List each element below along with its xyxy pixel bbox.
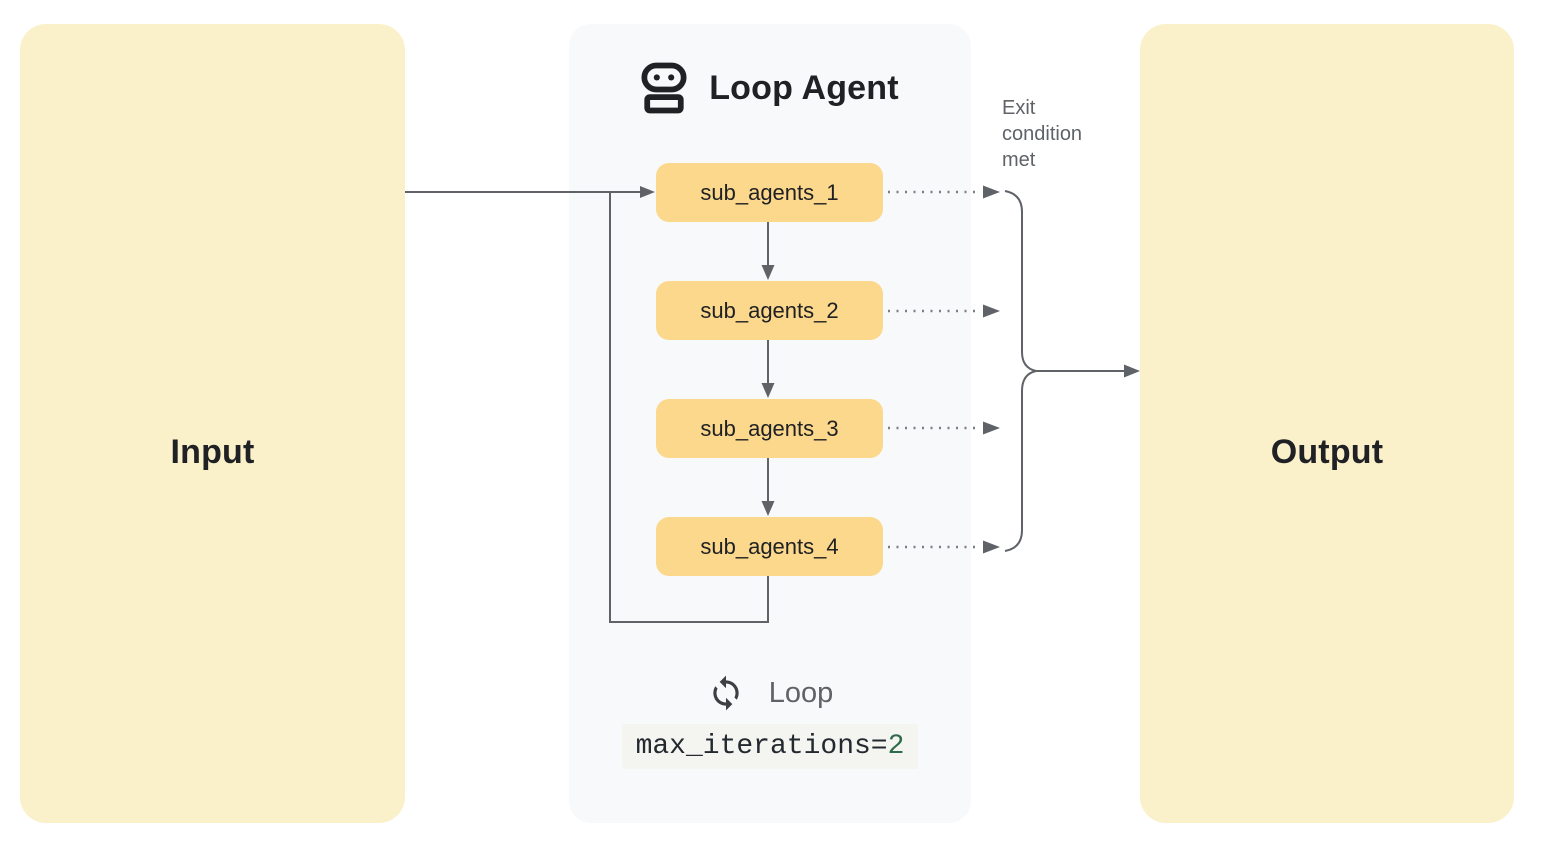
sub-agent-box-1: sub_agents_1 <box>656 163 883 222</box>
sub-agent-label: sub_agents_1 <box>700 179 839 205</box>
input-box: Input <box>20 24 405 823</box>
loop-agent-header: Loop Agent <box>569 62 971 114</box>
sub-agent-box-3: sub_agents_3 <box>656 399 883 458</box>
code-text: max_iterations= <box>635 731 888 762</box>
loop-footer: Loop <box>569 674 971 712</box>
input-label: Input <box>170 433 255 471</box>
loop-agent-title: Loop Agent <box>709 68 899 107</box>
exit-condition-label: Exit condition met <box>1002 97 1083 171</box>
output-box: Output <box>1140 24 1514 823</box>
loop-label: Loop <box>768 676 834 709</box>
sub-agent-box-2: sub_agents_2 <box>656 281 883 340</box>
max-iterations-row: max_iterations=2 <box>569 724 971 769</box>
sub-agent-label: sub_agents_4 <box>700 533 839 559</box>
sub-agent-label: sub_agents_3 <box>700 415 839 441</box>
code-value: 2 <box>887 731 905 762</box>
merge-brace <box>1004 190 1037 552</box>
loop-sync-icon <box>707 674 745 712</box>
output-arrow <box>1036 364 1140 378</box>
sub-agent-box-4: sub_agents_4 <box>656 517 883 576</box>
output-label: Output <box>1270 433 1384 471</box>
max-iterations-code: max_iterations=2 <box>621 724 919 769</box>
robot-icon <box>641 62 687 114</box>
sub-agent-label: sub_agents_2 <box>700 297 839 323</box>
